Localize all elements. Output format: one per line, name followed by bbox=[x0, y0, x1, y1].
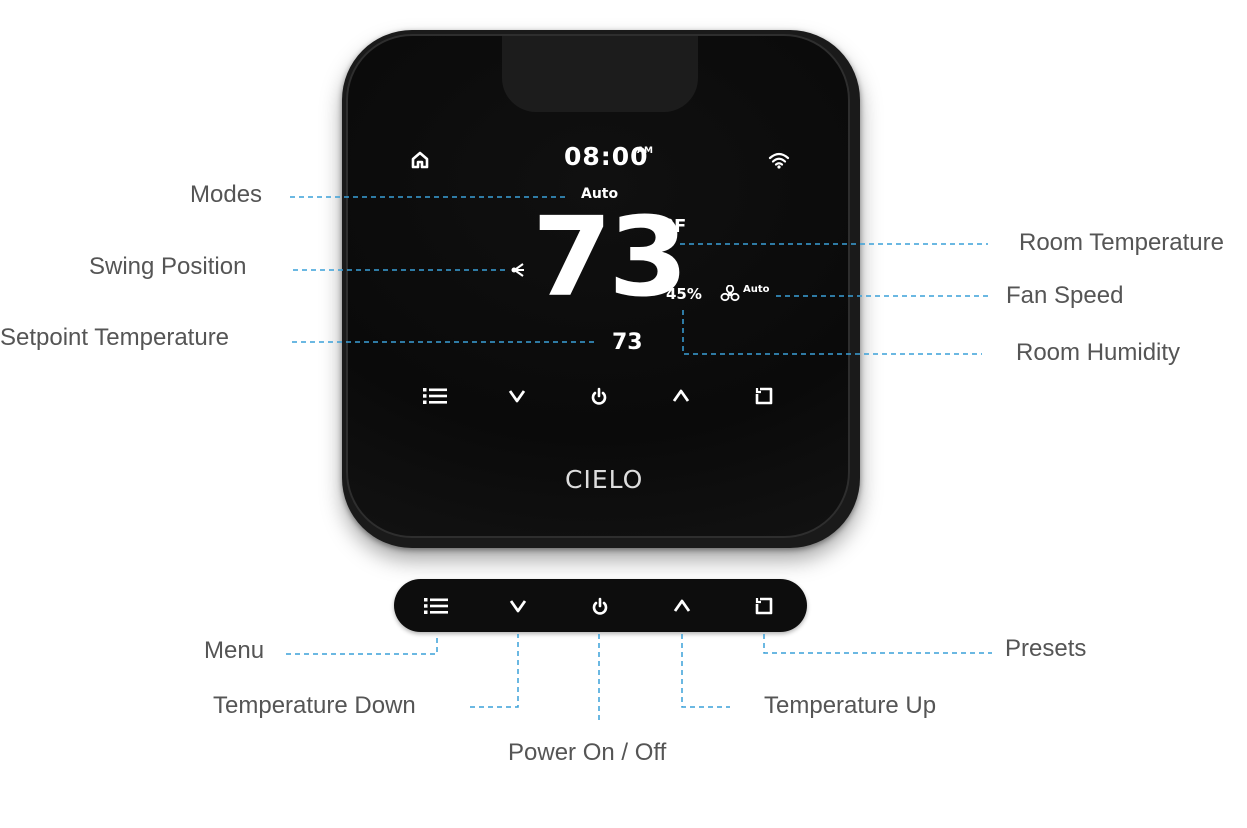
temperature-unit: °F bbox=[665, 216, 687, 237]
device-power-button[interactable] bbox=[579, 376, 619, 416]
presets-button[interactable] bbox=[744, 579, 784, 632]
label-presets: Presets bbox=[1005, 635, 1087, 662]
label-fan-speed: Fan Speed bbox=[1006, 282, 1124, 309]
leader-temperature-down bbox=[470, 634, 519, 708]
room-humidity-value: 45% bbox=[666, 285, 702, 303]
leader-menu bbox=[286, 634, 438, 655]
swing-icon bbox=[509, 260, 527, 280]
label-power: Power On / Off bbox=[508, 739, 667, 766]
label-swing-position: Swing Position bbox=[89, 253, 247, 280]
label-setpoint-temperature: Setpoint Temperature bbox=[0, 324, 230, 351]
label-modes: Modes bbox=[190, 181, 263, 208]
device-menu-button[interactable] bbox=[415, 376, 455, 416]
label-room-temperature: Room Temperature bbox=[1019, 229, 1224, 256]
sensor-notch bbox=[502, 34, 698, 112]
clock-ampm: AM bbox=[637, 146, 653, 156]
fan-speed-value: Auto bbox=[743, 284, 770, 295]
button-bar bbox=[394, 579, 807, 632]
menu-button[interactable] bbox=[416, 579, 456, 632]
device-temperature-up-button[interactable] bbox=[661, 376, 701, 416]
temperature-up-button[interactable] bbox=[662, 579, 702, 632]
thermostat-device: 08:00 AM Auto 73 °F 45% Auto 73 bbox=[346, 34, 850, 538]
fan-icon bbox=[719, 284, 741, 304]
setpoint-value: 73 bbox=[612, 330, 643, 355]
label-room-humidity: Room Humidity bbox=[1016, 339, 1181, 366]
room-temperature-value: 73 bbox=[532, 193, 689, 321]
label-menu: Menu bbox=[204, 637, 265, 664]
device-presets-button[interactable] bbox=[744, 376, 784, 416]
label-temperature-down: Temperature Down bbox=[213, 692, 416, 719]
clock-time: 08:00 bbox=[564, 142, 649, 171]
home-icon[interactable] bbox=[408, 148, 432, 172]
leader-presets bbox=[763, 634, 992, 654]
power-button[interactable] bbox=[580, 579, 620, 632]
brand-logo: CIELO bbox=[565, 465, 644, 494]
device-temperature-down-button[interactable] bbox=[497, 376, 537, 416]
wifi-icon bbox=[766, 148, 792, 172]
temperature-down-button[interactable] bbox=[498, 579, 538, 632]
leader-temperature-up bbox=[681, 634, 730, 708]
mode-value: Auto bbox=[581, 186, 619, 202]
label-temperature-up: Temperature Up bbox=[764, 692, 937, 719]
